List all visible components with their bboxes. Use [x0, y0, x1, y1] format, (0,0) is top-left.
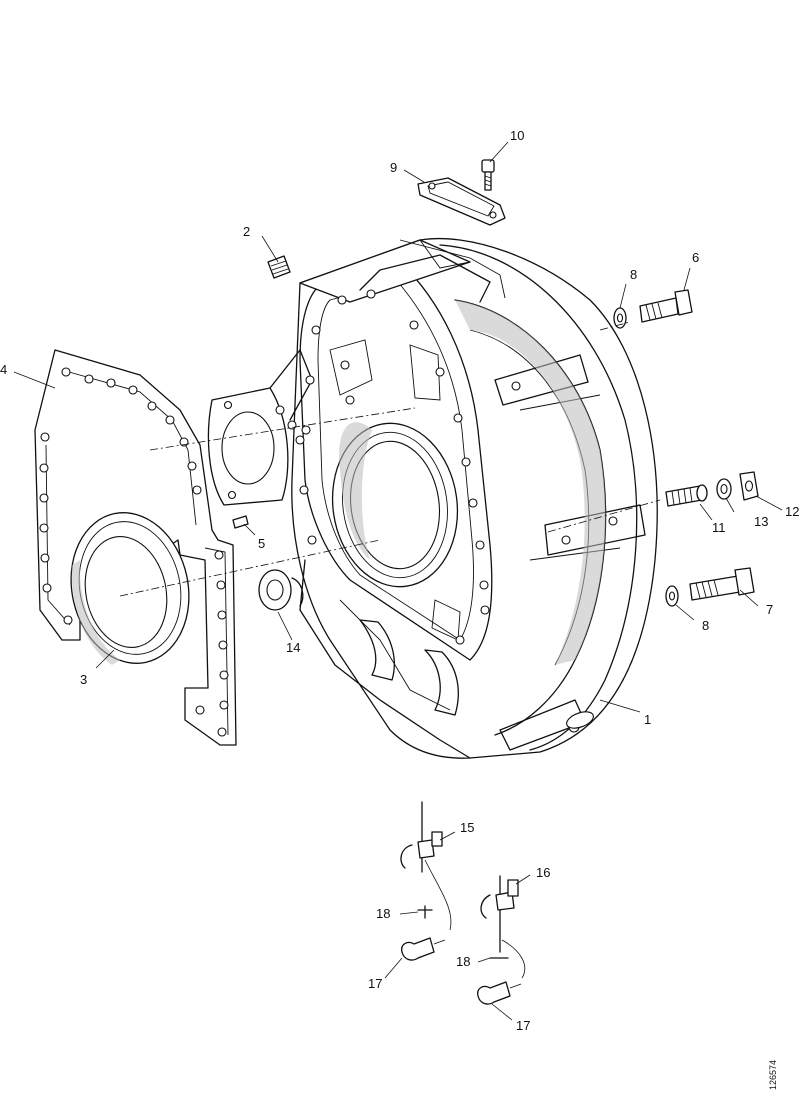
callout-1: 1	[644, 712, 651, 727]
callout-14: 14	[286, 640, 300, 655]
callout-7: 7	[766, 602, 773, 617]
cover-bolt	[481, 159, 495, 191]
callout-17-upper: 17	[368, 976, 382, 991]
callout-8-upper: 8	[630, 267, 637, 282]
callout-10: 10	[510, 128, 524, 143]
callout-12: 12	[785, 504, 799, 519]
threaded-plug	[267, 255, 291, 279]
callout-17-lower: 17	[516, 1018, 530, 1033]
seal-ring-14	[258, 569, 304, 611]
stud-assembly	[665, 471, 759, 507]
callout-labels: 1 2 3 4 5 6 7 8 8 9 10 11 12 13 14 15 16…	[0, 128, 799, 1033]
sensor-assembly-upper	[400, 801, 452, 961]
callout-13: 13	[754, 514, 768, 529]
housing-bolt-holes	[223, 289, 618, 733]
callout-18-lower: 18	[456, 954, 470, 969]
leader-lines	[13, 141, 783, 1021]
callout-4: 4	[0, 362, 7, 377]
callout-5: 5	[258, 536, 265, 551]
callout-11: 11	[712, 520, 726, 535]
sensor-assembly-lower	[477, 875, 526, 1005]
callout-6: 6	[692, 250, 699, 265]
callout-3: 3	[80, 672, 87, 687]
upper-bolt-assembly	[613, 289, 693, 329]
crankshaft-seal	[70, 512, 190, 665]
callout-8-lower: 8	[702, 618, 709, 633]
figure-reference-number: 126574	[768, 1060, 778, 1090]
callout-9: 9	[390, 160, 397, 175]
lower-bolt-assembly	[665, 567, 755, 607]
callout-18-upper: 18	[376, 906, 390, 921]
cover-plate	[417, 177, 506, 226]
callout-16: 16	[536, 865, 550, 880]
callout-15: 15	[460, 820, 474, 835]
callout-2: 2	[243, 224, 250, 239]
dowel-pin	[232, 515, 249, 529]
flywheel-housing	[207, 237, 658, 759]
